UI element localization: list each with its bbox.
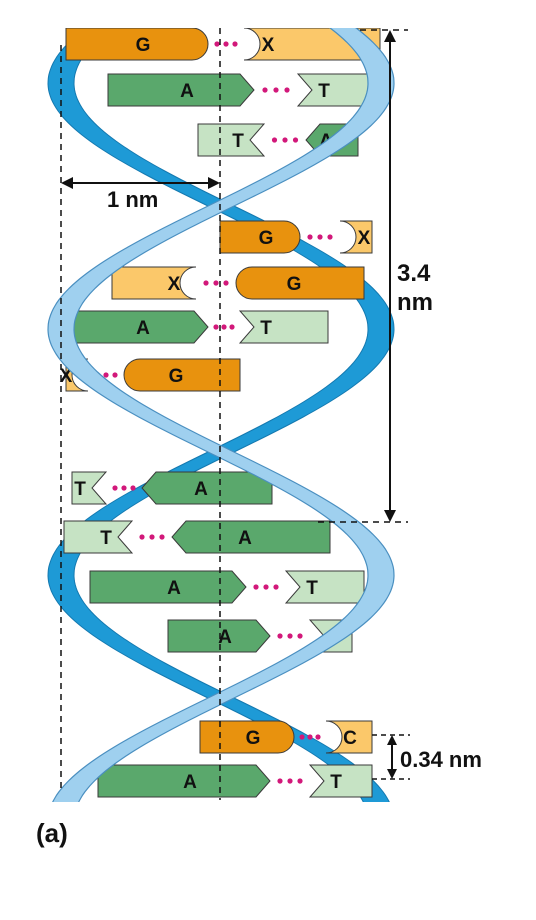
base-X-label: X [60,366,73,387]
base-X-shape [111,266,197,300]
hydrogen-bond-dots [214,41,238,47]
pitch-dimension-arrow [318,29,408,523]
pitch-label-unit: nm [397,289,433,316]
base-T-label: T [74,479,86,500]
hydrogen-bond-dots [271,137,299,143]
hydrogen-bond-dots [299,734,321,740]
backbone-light-ribbon [47,28,395,802]
width-label: 1 nm [107,187,158,212]
panel-label: (a) [36,818,68,848]
hydrogen-bond-dots [277,778,303,784]
hydrogen-bond-dots [253,584,279,590]
base-G-label: G [246,728,261,749]
hydrogen-bond-dots [262,87,290,93]
base-A-label: A [218,627,232,648]
base-X-label: X [168,274,181,295]
base-C-label: C [343,728,357,749]
hydrogen-bond-dots [307,234,333,240]
base-T-shape [238,310,329,344]
base-T-shape [296,73,371,107]
base-G-shape [123,358,241,392]
base-A-label: A [238,528,252,549]
base-A-shape [107,73,255,107]
base-T-shape [197,123,266,157]
base-A-shape [141,471,273,505]
base-G-shape [235,266,365,300]
base-T-shape [284,570,365,604]
base-X-label: X [262,35,275,56]
base-G-label: G [259,228,274,249]
base-T-shape [63,520,134,554]
base-T-shape [308,764,373,798]
base-G-label: G [169,366,184,387]
base-A-shape [89,570,247,604]
base-G-label: G [287,274,302,295]
pitch-label-value: 3.4 [397,260,431,287]
hydrogen-bond-dots [139,534,165,540]
base-X-label: X [358,228,371,249]
base-T-label: T [306,578,318,599]
rise-label: 0.34 nm [400,747,482,772]
base-T-label: T [260,318,272,339]
hydrogen-bond-dots [112,485,136,491]
base-G-shape [65,28,209,61]
base-A-label: A [167,578,181,599]
base-T-label: T [330,772,342,793]
base-T-shape [71,471,108,505]
base-A-label: A [180,81,194,102]
base-A-label: A [183,772,197,793]
base-A-shape [171,520,331,554]
base-A-label: A [194,479,208,500]
base-A-shape [97,764,271,798]
backbone-strand-front [47,28,395,802]
base-G-label: G [136,35,151,56]
base-A-label: A [136,318,150,339]
base-T-label: T [232,131,244,152]
hydrogen-bond-dots [277,633,303,639]
hydrogen-bond-dots [213,324,235,330]
base-A-shape [167,619,271,653]
width-dimension-arrow [61,177,220,189]
base-G-shape [199,720,295,754]
base-T-label: T [100,528,112,549]
base-T-label: T [318,81,330,102]
base-X-shape [339,220,373,254]
rise-dimension-arrow [372,734,410,780]
hydrogen-bond-dots [203,280,229,286]
base-C-shape [325,720,373,754]
base-G-shape [219,220,301,254]
